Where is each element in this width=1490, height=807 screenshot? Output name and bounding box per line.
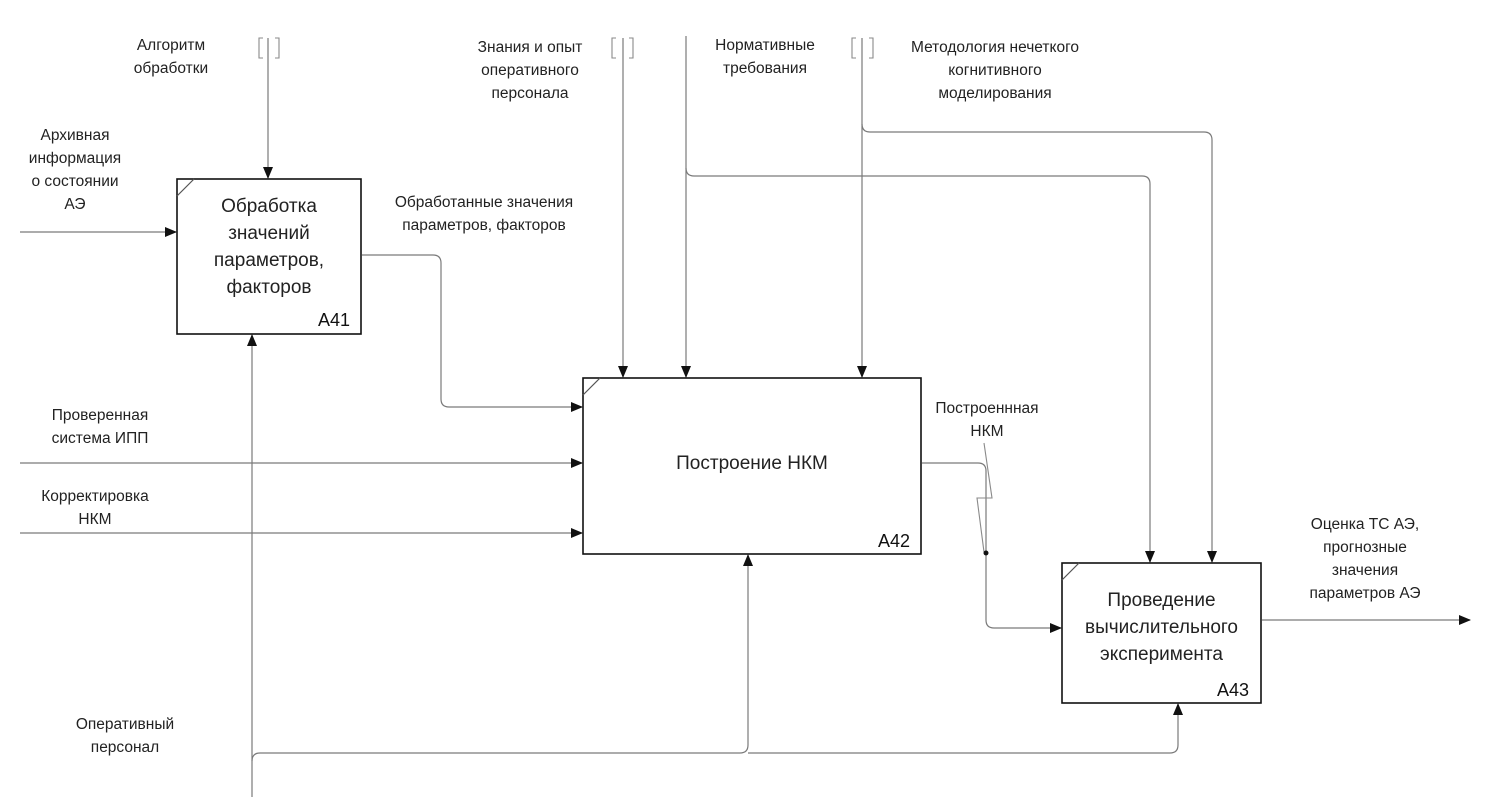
label-methodology: Методология нечеткого когнитивного модел…: [910, 39, 1080, 102]
squiggle-built: [976, 442, 993, 553]
label-result: Оценка ТС АЭ, прогнозные значения параме…: [1309, 516, 1421, 602]
tunnel-bracket-methodology: [851, 37, 874, 59]
label-processed: Обработанные значения параметров, фактор…: [394, 194, 574, 234]
activity-title-a43: Проведение вычислительного эксперимента: [1084, 590, 1238, 665]
activity-title-a42: Построение НКМ: [676, 453, 828, 474]
arrow-staff-to-a42: [251, 554, 753, 762]
arrow-staff-to-a43: [748, 703, 1183, 754]
activity-box-a43[interactable]: [1061, 562, 1262, 704]
activity-id-a43: A43: [1217, 680, 1250, 700]
tunnel-bracket-algorithm: [258, 37, 280, 59]
arrow-normative-to-a43: [685, 167, 1155, 563]
activity-id-a41: A41: [318, 310, 351, 330]
junction-dot: [983, 550, 989, 556]
label-normative: Нормативные требования: [715, 37, 815, 77]
label-algorithm: Алгоритм обработки: [133, 37, 209, 77]
label-archive: Архивная информация о состоянии АЭ: [28, 127, 122, 213]
activity-box-a41[interactable]: [176, 178, 362, 335]
arrow-processed: [362, 254, 583, 412]
arrow-built: [922, 462, 1062, 633]
label-verified: Проверенная система ИПП: [51, 407, 149, 447]
label-staff: Оперативный персонал: [75, 716, 175, 756]
activity-title-a41: Обработка значений параметров, факторов: [213, 196, 325, 298]
tunnel-bracket-knowledge: [611, 37, 634, 59]
label-knowledge: Знания и опыт оперативного персонала: [477, 39, 583, 102]
activity-id-a42: A42: [878, 531, 911, 551]
arrow-methodology-to-a43: [861, 123, 1217, 563]
label-correction: Корректировка НКМ: [41, 488, 149, 528]
activity-box-a42[interactable]: [582, 377, 922, 555]
label-built: Построеннная НКМ: [935, 400, 1039, 440]
